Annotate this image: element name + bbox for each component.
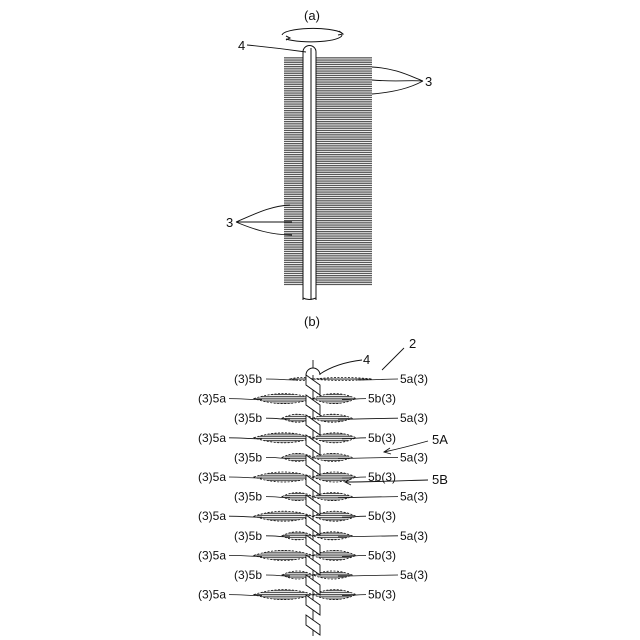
row-label-left: (3)5a (198, 548, 226, 562)
callout-5B-label: 5B (432, 472, 448, 487)
disc-left-half (254, 590, 313, 600)
row-label-right: 5a(3) (400, 568, 428, 582)
figure-b-caption: (b) (304, 314, 320, 329)
shaft-label-b: 4 (363, 352, 370, 367)
sheet-leaders-upper (372, 67, 423, 94)
callout-5A-label: 5A (432, 432, 448, 447)
row-label-right: 5a(3) (400, 372, 428, 386)
shaft-leader-b (320, 360, 362, 374)
row-label-right: 5a(3) (400, 411, 428, 425)
row-label-left: (3)5b (234, 568, 262, 582)
sheet-label-lower: 3 (226, 215, 233, 230)
row-label-right: 5a(3) (400, 450, 428, 464)
row-label-left: (3)5b (234, 411, 262, 425)
shaft-label-a: 4 (238, 38, 245, 53)
row-label-right: 5b(3) (368, 392, 396, 406)
assembly-leader (382, 348, 404, 370)
figure-a: (a) 4 3 3 (226, 8, 432, 300)
disc-left-half (254, 472, 313, 482)
sheet-label-upper: 3 (425, 74, 432, 89)
rotation-arrow-icon (282, 28, 343, 41)
assembly-label: 2 (409, 336, 416, 351)
shaft-top-cap (306, 368, 320, 375)
row-label-left: (3)5a (198, 509, 226, 523)
disc-left-half (254, 511, 313, 521)
shaft-leader-a (247, 45, 306, 52)
sheet-leaders-lower (236, 205, 292, 235)
figure-b: (b) 2 4 (3)5b 5a(3) (3)5a 5b(3) (3)5b 5a(3) (3… (198, 314, 448, 636)
sheet-left-panel (284, 57, 303, 286)
row-label-left: (3)5a (198, 431, 226, 445)
disc-left-half (254, 550, 313, 560)
row-label-right: 5b(3) (368, 548, 396, 562)
row-label-left: (3)5a (198, 392, 226, 406)
row-label-right: 5a(3) (400, 490, 428, 504)
sheet-right-panel (316, 57, 372, 286)
row-label-left: (3)5a (198, 588, 226, 602)
row-label-right: 5b(3) (368, 431, 396, 445)
disc-left-half (254, 433, 313, 443)
row-label-left: (3)5b (234, 450, 262, 464)
row-label-left: (3)5b (234, 372, 262, 386)
disc-left-half (254, 394, 313, 404)
row-label-right: 5b(3) (368, 588, 396, 602)
row-label-left: (3)5b (234, 490, 262, 504)
row-label-right: 5a(3) (400, 529, 428, 543)
row-label-left: (3)5a (198, 470, 226, 484)
disc-right-half (313, 414, 352, 422)
row-label-left: (3)5b (234, 529, 262, 543)
figure-a-caption: (a) (304, 8, 320, 23)
row-label-right: 5b(3) (368, 509, 396, 523)
shaft-a (303, 46, 316, 301)
